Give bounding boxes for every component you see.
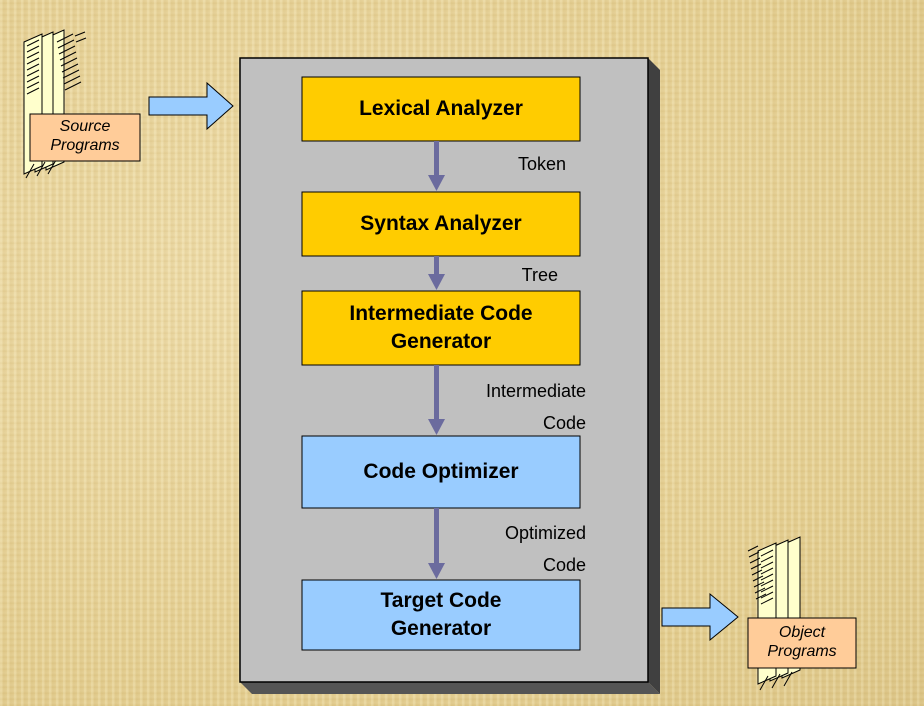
- output-arrow: [661, 592, 739, 642]
- edge-arrow-intermediate-shaft: [434, 365, 439, 421]
- stage-label-lexical-analyzer: Lexical Analyzer: [359, 97, 523, 120]
- edge-label-tree: Tree: [521, 265, 558, 285]
- edge-label-token: Token: [517, 154, 566, 174]
- edge-arrow-intermediate-head: [428, 419, 445, 435]
- object-programs-label-box: [747, 617, 857, 669]
- edge-label-intermediate-code: Intermediate Code: [485, 381, 586, 433]
- source-programs-label-box: [29, 113, 141, 162]
- compiler-panel: [239, 57, 649, 683]
- stage-box-intermediate-code-generator: [301, 290, 581, 366]
- edge-arrows: [428, 141, 445, 579]
- object-programs-document-stack: [747, 536, 857, 691]
- edge-arrow-optimized-shaft: [434, 508, 439, 565]
- edge-arrow-optimized-head: [428, 563, 445, 579]
- panel-bottom: [240, 682, 660, 694]
- edge-arrow-tree-shaft: [434, 256, 439, 276]
- edge-arrow-tree-head: [428, 274, 445, 290]
- stage-label-target-code-generator: Target Code Generator: [380, 589, 502, 640]
- stage-box-lexical-analyzer: [301, 76, 581, 142]
- source-programs-label: Source Programs: [50, 118, 120, 154]
- input-arrow: [148, 81, 234, 131]
- stage-label-intermediate-code-generator: Intermediate Code Generator: [349, 302, 533, 353]
- object-programs-label: Object Programs: [767, 624, 837, 660]
- edge-arrow-token-head: [428, 175, 445, 191]
- stage-box-syntax-analyzer: [301, 191, 581, 257]
- stage-box-target-code-generator: [301, 579, 581, 651]
- edge-arrow-token-shaft: [434, 141, 439, 177]
- stage-box-code-optimizer: [301, 435, 581, 509]
- stage-label-syntax-analyzer: Syntax Analyzer: [360, 212, 522, 235]
- panel-side: [648, 58, 660, 694]
- source-programs-document-stack: [23, 29, 141, 179]
- edge-label-optimized-code: Optimized Code: [504, 523, 586, 575]
- stage-label-code-optimizer: Code Optimizer: [363, 460, 519, 483]
